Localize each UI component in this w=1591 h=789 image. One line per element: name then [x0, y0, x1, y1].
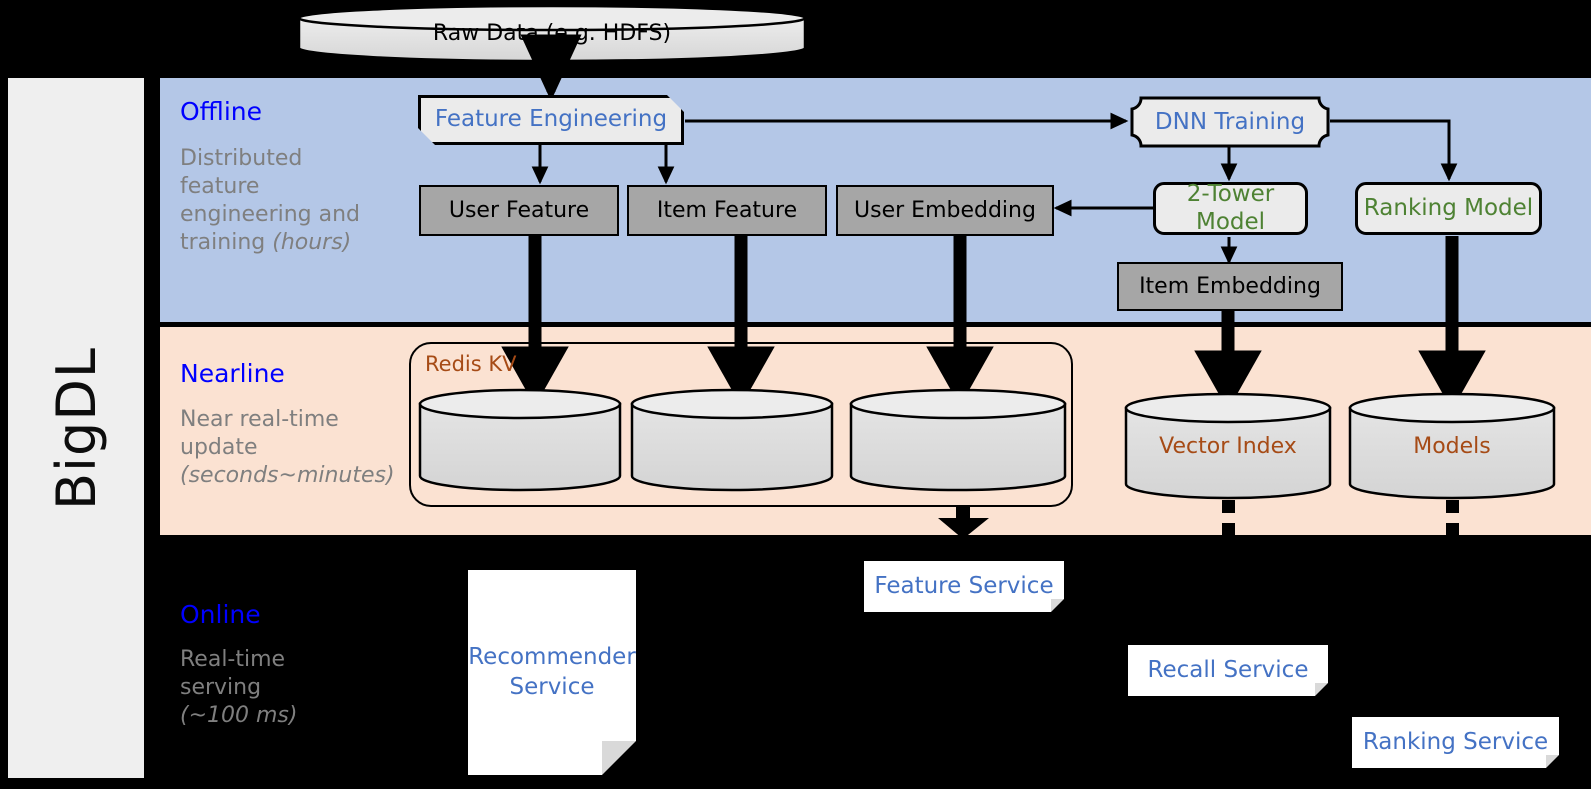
ranking-service-label: Ranking Service	[1362, 728, 1549, 755]
offline-desc-line2: feature	[180, 174, 260, 200]
feature-service-node[interactable]: Feature Service	[864, 561, 1064, 612]
recommender-service-node[interactable]: Recommender Service	[468, 570, 636, 775]
redis-kv-label: Redis KV	[425, 352, 517, 376]
item-feature-node[interactable]: Item Feature	[627, 185, 827, 236]
nearline-desc-line1: Near real-time	[180, 407, 339, 432]
dnn-training-label: DNN Training	[1154, 109, 1306, 135]
item-embedding-label: Item Embedding	[1139, 273, 1321, 299]
vector-index-link-dot-2	[1222, 523, 1235, 536]
vector-index-label: Vector Index	[1159, 433, 1297, 459]
nearline-stage-title: Nearline	[180, 359, 285, 388]
models-link-dot-1	[1446, 500, 1459, 513]
nearline-desc-italic: (seconds~minutes)	[180, 463, 395, 489]
online-desc-line1: Real-time	[180, 647, 286, 672]
user-feature-label: User Feature	[448, 197, 590, 223]
user-embedding-store-label	[849, 388, 1067, 492]
user-feature-store-label	[418, 388, 622, 492]
feature-engineering-node[interactable]: Feature Engineering	[418, 95, 684, 145]
online-desc-line2: serving	[180, 675, 262, 701]
item-feature-store-cylinder[interactable]	[630, 388, 834, 492]
vector-index-cylinder[interactable]: Vector Index	[1124, 392, 1332, 500]
models-cylinder[interactable]: Models	[1348, 392, 1556, 500]
bigdl-framework-panel: BigDL	[8, 78, 144, 778]
offline-desc-line3: engineering and	[180, 202, 361, 228]
two-tower-model-node[interactable]: 2-Tower Model	[1153, 181, 1308, 235]
raw-data-label: Raw Data (e.g. HDFS)	[432, 20, 672, 46]
user-feature-node[interactable]: User Feature	[419, 185, 619, 236]
feature-service-label: Feature Service	[874, 572, 1054, 599]
recall-service-node[interactable]: Recall Service	[1128, 645, 1328, 696]
offline-stage-description: Distributed feature engineering and trai…	[180, 145, 410, 258]
nearline-stage-description: Near real-time update (seconds~minutes)	[180, 406, 410, 490]
redis-kv-container	[409, 342, 1073, 507]
offline-desc-line4: training	[180, 230, 273, 256]
ranking-service-node[interactable]: Ranking Service	[1352, 717, 1559, 768]
ranking-model-node[interactable]: Ranking Model	[1355, 182, 1542, 235]
offline-desc-italic: (hours)	[272, 230, 352, 256]
offline-desc-line1: Distributed	[180, 146, 303, 171]
feature-engineering-label: Feature Engineering	[434, 106, 668, 133]
online-stage-description: Real-time serving (~100 ms)	[180, 646, 410, 730]
item-feature-store-label	[630, 388, 834, 492]
user-feature-store-cylinder[interactable]	[418, 388, 622, 492]
online-stage-title: Online	[180, 600, 261, 629]
item-embedding-node[interactable]: Item Embedding	[1117, 262, 1343, 311]
nearline-desc-line2: update	[180, 435, 258, 461]
user-embedding-store-cylinder[interactable]	[849, 388, 1067, 492]
offline-stage-title: Offline	[180, 97, 263, 126]
bigdl-label: BigDL	[44, 346, 108, 510]
recall-service-label: Recall Service	[1147, 656, 1309, 683]
models-link-dot-2	[1446, 523, 1459, 536]
two-tower-model-label: 2-Tower Model	[1186, 181, 1275, 235]
models-label: Models	[1413, 433, 1491, 459]
dnn-training-node[interactable]: DNN Training	[1130, 96, 1330, 148]
item-feature-label: Item Feature	[656, 197, 798, 223]
raw-data-cylinder: Raw Data (e.g. HDFS)	[297, 4, 807, 62]
recommender-service-line1: Recommender	[468, 643, 636, 670]
vector-index-link-dot-1	[1222, 500, 1235, 513]
recommender-service-label: Recommender Service	[468, 643, 636, 703]
recommender-service-line2: Service	[509, 673, 595, 700]
ranking-model-label: Ranking Model	[1363, 194, 1534, 221]
user-embedding-label: User Embedding	[854, 197, 1036, 223]
online-desc-italic: (~100 ms)	[180, 703, 298, 729]
user-embedding-node[interactable]: User Embedding	[836, 185, 1054, 236]
